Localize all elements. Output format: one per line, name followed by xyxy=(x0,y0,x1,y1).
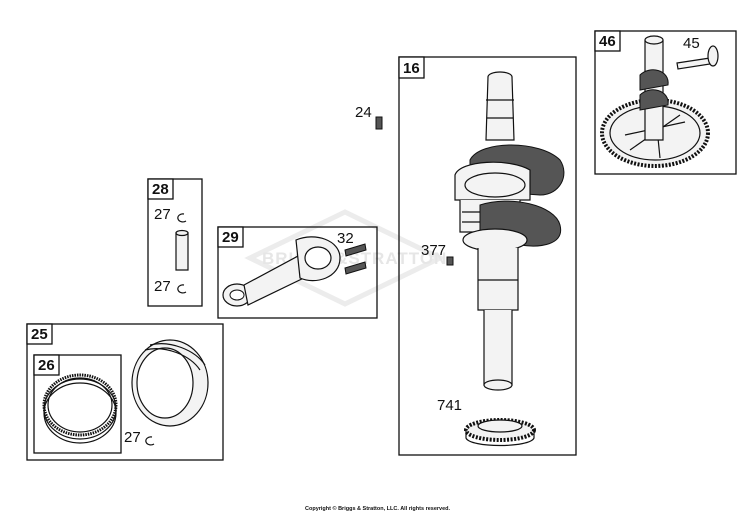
part-number-46: 46 xyxy=(599,33,616,50)
rod-bolt-lower xyxy=(344,261,367,275)
key-377 xyxy=(446,256,454,266)
part-number-29: 29 xyxy=(222,229,239,246)
part-number-16: 16 xyxy=(403,60,420,77)
rod-bolt-upper xyxy=(344,243,367,257)
piston-tag-box xyxy=(26,323,53,345)
piston-rings-tag-box xyxy=(33,354,60,376)
crankshaft-group[interactable]: 16 377 741 xyxy=(398,56,577,456)
part-number-741: 741 xyxy=(437,397,462,414)
part-number-25: 25 xyxy=(31,326,48,343)
piston-pin-frame xyxy=(147,178,203,307)
retaining-ring-bottom xyxy=(177,284,187,294)
connecting-rod-group[interactable]: 29 32 xyxy=(217,226,378,319)
retaining-ring-piston xyxy=(145,436,155,446)
crankshaft-frame xyxy=(398,56,577,456)
piston-rings-frame xyxy=(33,354,122,454)
connecting-rod-frame xyxy=(217,226,378,319)
part-number-377: 377 xyxy=(421,242,446,259)
key-24 xyxy=(375,116,383,130)
part-number-27-bottom: 27 xyxy=(154,278,171,295)
part-number-24: 24 xyxy=(355,104,372,121)
cam-pin-45 xyxy=(676,57,711,70)
part-number-27-piston: 27 xyxy=(124,429,141,446)
retaining-ring-top xyxy=(177,213,187,223)
copyright-text: Copyright © Briggs & Stratton, LLC. All … xyxy=(305,505,451,512)
crankshaft-tag-box xyxy=(398,56,425,79)
part-number-26: 26 xyxy=(38,357,55,374)
part-number-45: 45 xyxy=(683,35,700,52)
piston-pin xyxy=(175,232,189,271)
camshaft-tag-box xyxy=(594,30,621,52)
piston-rings xyxy=(42,373,118,444)
crank-gear-741 xyxy=(464,418,536,447)
key-24-group[interactable]: 24 xyxy=(355,104,383,130)
piston-group[interactable]: 25 27 26 xyxy=(26,323,224,461)
piston-frame xyxy=(26,323,224,461)
part-number-32: 32 xyxy=(337,230,354,247)
piston-pin-group[interactable]: 28 27 27 xyxy=(147,178,203,307)
part-number-28: 28 xyxy=(152,181,169,198)
part-number-27-top: 27 xyxy=(154,206,171,223)
connecting-rod-tag-box xyxy=(217,226,244,248)
camshaft-frame xyxy=(594,30,737,175)
camshaft-group[interactable]: 46 45 xyxy=(594,30,737,175)
piston-pin-tag-box xyxy=(147,178,174,200)
